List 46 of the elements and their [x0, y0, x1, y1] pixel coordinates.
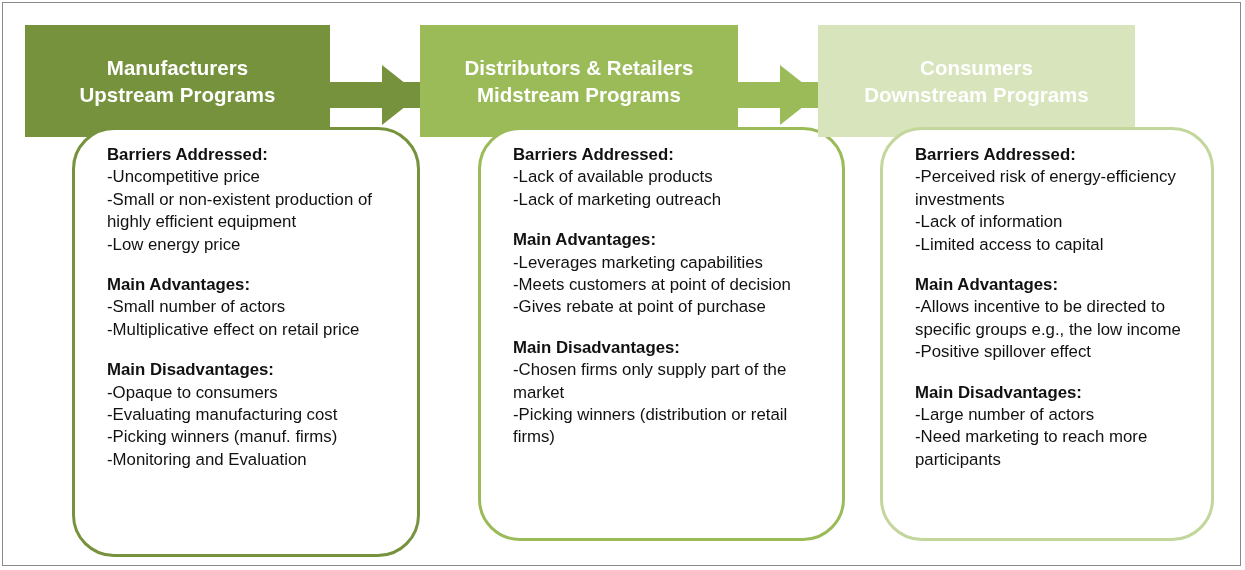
- list-item: -Lack of information: [915, 211, 1064, 234]
- section-heading: Main Disadvantages:: [107, 359, 275, 382]
- section-heading: Barriers Addressed:: [513, 144, 675, 166]
- list-item: -Meets customers at point of decision: [513, 274, 792, 297]
- rounded-card: [478, 127, 845, 541]
- list-item: -Large number of actors: [915, 404, 1096, 427]
- rounded-card: [880, 127, 1214, 541]
- block-arrow: [738, 65, 818, 125]
- header-title: Downstream Programs: [864, 82, 1089, 108]
- header-title: Manufacturers: [106, 55, 249, 81]
- section-heading: Main Advantages:: [107, 274, 251, 297]
- list-item: -Limited access to capital: [915, 233, 1105, 256]
- list-item: -Small or non-existent production of highly efficient equipment: [107, 188, 373, 234]
- list-item: -Allows incentive to be directed to specific groups e.g., the low income: [915, 296, 1181, 341]
- list-item: -Need marketing to reach more participants: [915, 426, 1149, 471]
- list-item: -Chosen firms only supply part of the market: [513, 359, 788, 404]
- list-item: -Lack of marketing outreach: [513, 188, 722, 211]
- list-item: -Picking winners (manuf. firms): [107, 426, 339, 449]
- section-heading: Main Advantages:: [915, 274, 1059, 297]
- list-item: -Small number of actors: [107, 296, 287, 319]
- header-title: Distributors & Retailers: [464, 55, 694, 81]
- header-title: Consumers: [920, 55, 1033, 81]
- list-item: -Monitoring and Evaluation: [107, 448, 308, 471]
- section-heading: Main Disadvantages:: [513, 336, 681, 359]
- list-item: -Gives rebate at point of purchase: [513, 296, 767, 319]
- list-item: -Positive spillover effect: [915, 341, 1092, 364]
- header-box: [420, 25, 738, 137]
- list-item: -Multiplicative effect on retail price: [107, 318, 361, 341]
- list-item: -Lack of available products: [513, 166, 714, 189]
- header-box: [25, 25, 330, 137]
- list-item: -Picking winners (distribution or retail firms): [513, 404, 789, 449]
- header-title: Midstream Programs: [477, 82, 681, 108]
- header-box: [818, 25, 1135, 137]
- list-item: -Perceived risk of energy-efficiency investments: [915, 166, 1177, 211]
- section-heading: Barriers Addressed:: [915, 144, 1077, 166]
- rounded-card: [72, 127, 420, 557]
- list-item: -Uncompetitive price: [107, 166, 261, 189]
- section-heading: Main Advantages:: [513, 229, 657, 252]
- header-title: Upstream Programs: [79, 82, 276, 108]
- list-item: -Low energy price: [107, 233, 242, 256]
- section-heading: Main Disadvantages:: [915, 381, 1083, 404]
- list-item: -Evaluating manufacturing cost: [107, 404, 339, 427]
- section-heading: Barriers Addressed:: [107, 144, 269, 166]
- list-item: -Leverages marketing capabilities: [513, 251, 764, 274]
- list-item: -Opaque to consumers: [107, 381, 279, 404]
- block-arrow: [330, 65, 420, 125]
